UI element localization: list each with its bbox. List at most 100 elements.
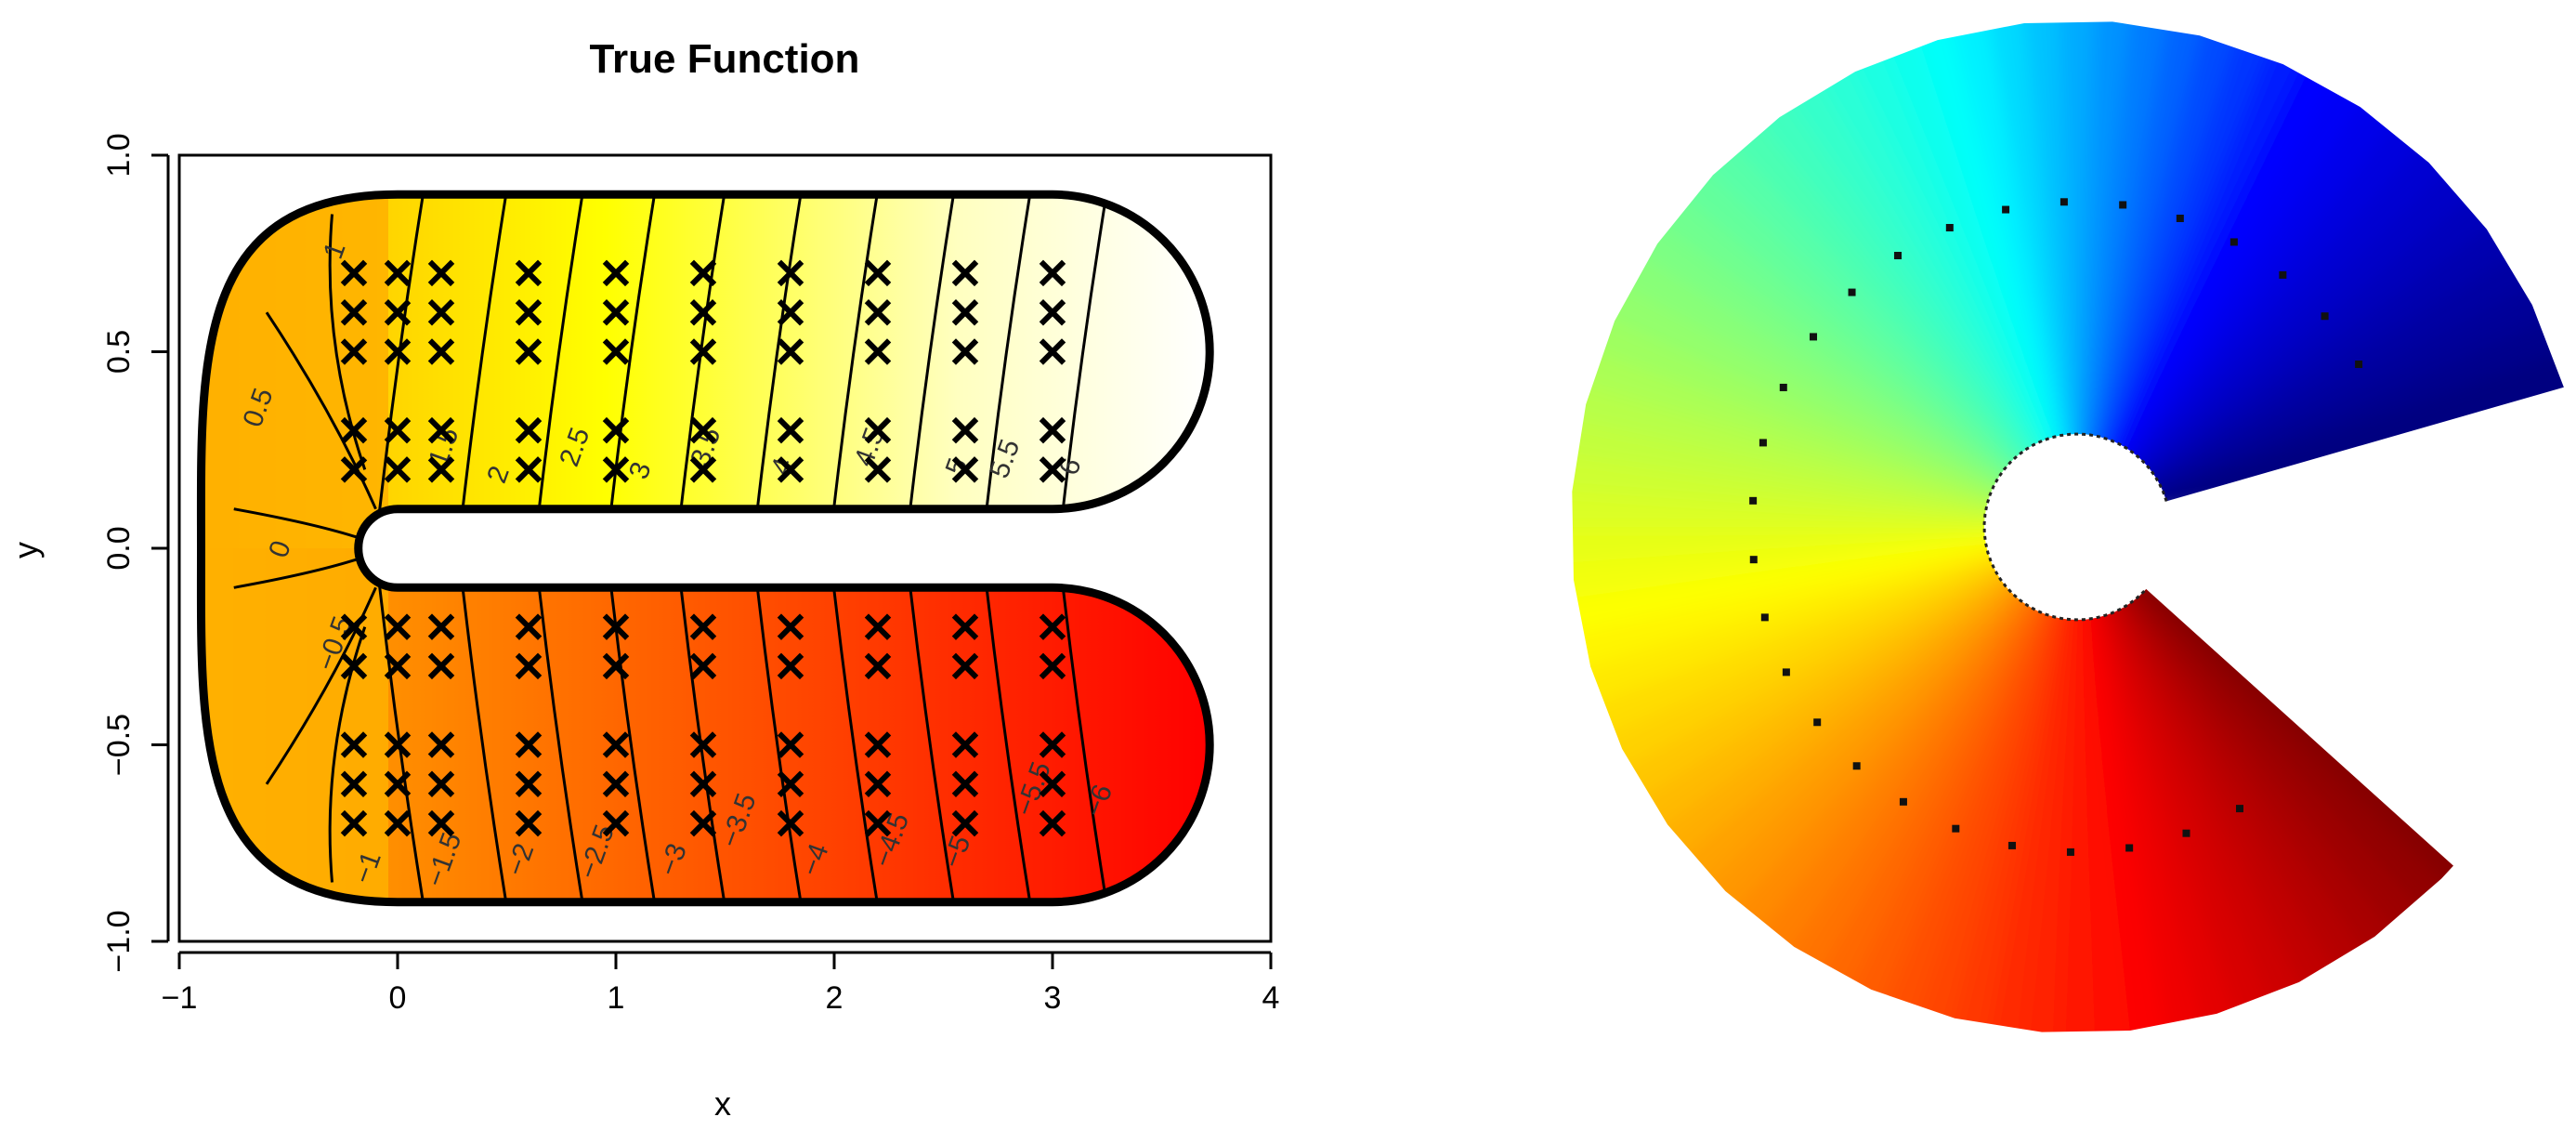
- surface-wedge: [1693, 84, 2044, 487]
- observation-point: [689, 652, 717, 680]
- observation-point: [340, 338, 368, 365]
- surface-point: [2119, 201, 2127, 209]
- observation-point: [777, 770, 804, 798]
- observation-point: [689, 731, 717, 758]
- x-tick-label: 0: [389, 980, 407, 1016]
- observation-point: [427, 416, 455, 444]
- inner-hole-edge: [1982, 432, 2168, 622]
- contour-line: [908, 194, 956, 514]
- contour-line: [265, 311, 377, 510]
- y-tick-label: 1.0: [101, 133, 137, 177]
- observation-point: [515, 259, 543, 287]
- observation-point: [689, 456, 717, 483]
- observation-point: [689, 770, 717, 798]
- observation-point: [1039, 416, 1066, 444]
- true-function-chart: True Function 65.554.543.532.521.510.50−…: [7, 36, 1280, 1123]
- observation-point: [864, 416, 892, 444]
- surface-wedge: [1672, 565, 2041, 952]
- contour-line: [908, 583, 956, 902]
- observation-point: [864, 731, 892, 758]
- surface-point: [1952, 824, 1960, 833]
- surface-wedge: [2114, 564, 2489, 945]
- surface-point: [1899, 797, 1907, 806]
- observation-point: [427, 652, 455, 680]
- plot-frame: [177, 153, 1273, 943]
- observation-point: [1039, 809, 1066, 837]
- surface-wedge: [1866, 578, 2061, 1032]
- observation-point: [515, 770, 543, 798]
- observation-point: [340, 416, 368, 444]
- observation-point: [515, 456, 543, 483]
- surface-wedge: [2113, 102, 2482, 489]
- observation-point: [864, 770, 892, 798]
- observation-point: [777, 338, 804, 365]
- observation-point: [515, 298, 543, 326]
- surface-wedge: [2125, 254, 2564, 505]
- observation-point: [689, 298, 717, 326]
- observation-point: [951, 456, 979, 483]
- contour-line: [537, 194, 585, 514]
- observation-point: [777, 259, 804, 287]
- surface-wedge: [1572, 549, 2029, 800]
- observation-point: [951, 259, 979, 287]
- surface-wedge: [2101, 574, 2367, 1032]
- surface-wedge: [1595, 196, 2033, 499]
- observation-point: [951, 731, 979, 758]
- observation-point: [515, 652, 543, 680]
- observation-point: [864, 338, 892, 365]
- surface-point: [2182, 829, 2190, 837]
- surface-point: [1779, 383, 1787, 391]
- x-axis-title: x: [714, 1084, 731, 1123]
- surface-wedge: [2105, 572, 2400, 1014]
- observation-point: [384, 259, 412, 287]
- observation-point: [384, 731, 412, 758]
- observation-point: [427, 809, 455, 837]
- surface-wedge: [1979, 582, 2073, 1032]
- surface-wedge: [2111, 567, 2461, 970]
- contour-line: [755, 583, 804, 902]
- domain-boundary: [196, 190, 1214, 907]
- observation-point: [864, 456, 892, 483]
- surface-point: [2279, 270, 2287, 279]
- contour-line: [537, 583, 585, 902]
- observation-point: [427, 298, 455, 326]
- x-tick-label: 1: [608, 980, 625, 1016]
- observation-point: [340, 298, 368, 326]
- surface-point: [1894, 252, 1903, 260]
- observation-point: [1039, 652, 1066, 680]
- observation-point: [864, 613, 892, 640]
- observation-point: [602, 298, 630, 326]
- observation-point: [689, 259, 717, 287]
- x-tick-label: 4: [1262, 980, 1280, 1016]
- surface-wedge: [2082, 21, 2176, 472]
- observation-point: [602, 259, 630, 287]
- observation-point: [777, 731, 804, 758]
- observation-point: [951, 770, 979, 798]
- observation-point: [602, 652, 630, 680]
- observation-point: [777, 809, 804, 837]
- observation-point: [689, 613, 717, 640]
- surface-wedge: [1580, 553, 2031, 834]
- observation-point: [340, 770, 368, 798]
- contour-line: [461, 194, 508, 514]
- y-tick-label: −0.5: [101, 714, 137, 776]
- observation-point: [384, 338, 412, 365]
- observation-point: [864, 809, 892, 837]
- observation-point: [340, 809, 368, 837]
- surface-3d-view: [1572, 21, 2564, 1032]
- contour-lines: [233, 194, 1109, 902]
- contour-line: [755, 194, 804, 514]
- surface-wedge: [1572, 335, 2025, 513]
- x-tick-label: 3: [1044, 980, 1062, 1016]
- observation-point: [864, 298, 892, 326]
- surface-wedge: [1787, 21, 2053, 480]
- observation-point: [340, 652, 368, 680]
- surface-wedge: [1572, 262, 2029, 506]
- contour-line: [985, 194, 1032, 514]
- observation-point: [515, 809, 543, 837]
- y-tick-label: −1.0: [101, 910, 137, 972]
- observation-point: [384, 652, 412, 680]
- observation-point: [1039, 338, 1066, 365]
- surface-wedge: [1572, 448, 2022, 524]
- surface-wedge: [1646, 562, 2038, 925]
